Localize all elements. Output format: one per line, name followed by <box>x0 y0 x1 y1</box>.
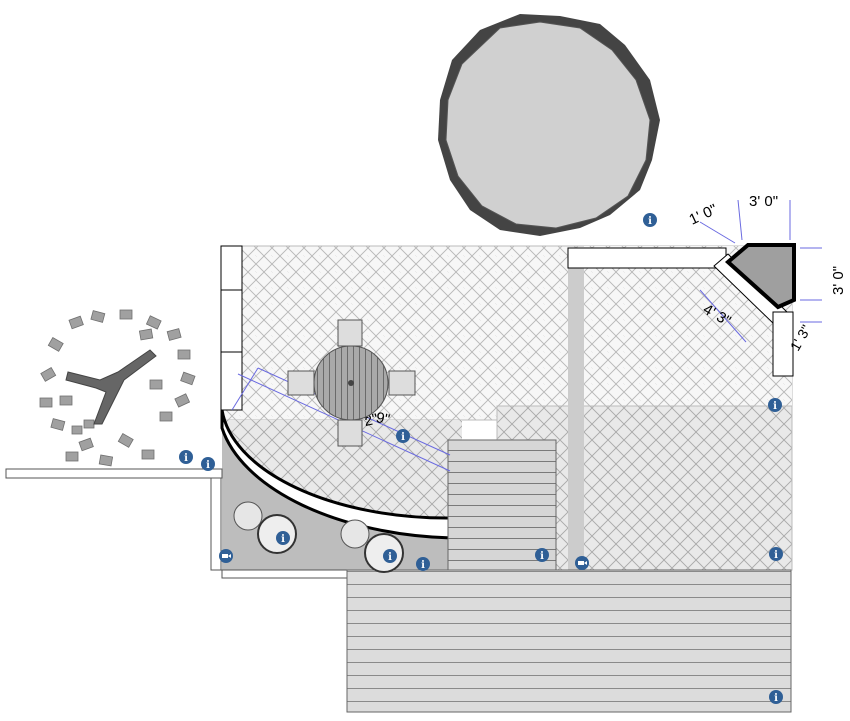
camera-icon-lens <box>584 561 587 565</box>
info-marker[interactable]: i <box>276 531 290 545</box>
fence-bottom-line <box>221 569 351 579</box>
info-icon[interactable] <box>769 547 783 561</box>
chair <box>337 419 363 447</box>
info-marker[interactable]: i <box>643 213 657 227</box>
chair <box>337 319 363 347</box>
info-icon-glyph: i <box>648 216 652 227</box>
info-icon[interactable] <box>535 548 549 562</box>
info-marker[interactable]: i <box>396 429 410 443</box>
info-icon[interactable] <box>768 398 782 412</box>
info-icon[interactable] <box>643 213 657 227</box>
info-marker[interactable]: i <box>769 547 783 561</box>
camera-marker[interactable] <box>575 556 589 570</box>
tree-canopy <box>445 21 651 229</box>
info-marker[interactable]: i <box>179 450 193 464</box>
small-tree <box>39 309 196 467</box>
info-icon-glyph: i <box>774 693 778 704</box>
info-icon-glyph: i <box>774 550 778 561</box>
info-icon[interactable] <box>416 557 430 571</box>
info-marker[interactable]: i <box>535 548 549 562</box>
tree-trunk <box>65 349 157 425</box>
center-path <box>568 268 584 570</box>
info-icon[interactable] <box>769 690 783 704</box>
info-icon-glyph: i <box>184 453 188 464</box>
chair <box>287 370 315 396</box>
info-marker[interactable]: i <box>383 549 397 563</box>
shrub <box>233 501 263 531</box>
info-icon-glyph: i <box>206 460 210 471</box>
info-icon-glyph: i <box>421 560 425 571</box>
info-icon[interactable] <box>383 549 397 563</box>
dim-corner-right: 3' 0" <box>830 266 847 295</box>
shrub <box>257 514 297 554</box>
info-icon[interactable] <box>396 429 410 443</box>
info-icon-glyph: i <box>281 534 285 545</box>
info-icon-glyph: i <box>388 552 392 563</box>
chair <box>388 370 416 396</box>
fence-line <box>5 468 223 479</box>
umbrella-hole <box>348 380 354 386</box>
left-wall <box>220 245 243 411</box>
camera-icon-body <box>222 554 228 558</box>
table-set <box>287 319 416 447</box>
info-marker[interactable]: i <box>416 557 430 571</box>
info-icon-glyph: i <box>773 401 777 412</box>
info-icon-glyph: i <box>401 432 405 443</box>
info-marker[interactable]: i <box>769 690 783 704</box>
shrub <box>340 519 370 549</box>
large-tree <box>438 14 660 236</box>
camera-markers <box>219 549 589 570</box>
info-marker[interactable]: i <box>768 398 782 412</box>
fence-post-line <box>210 477 222 571</box>
info-icon[interactable] <box>201 457 215 471</box>
info-icon[interactable] <box>276 531 290 545</box>
camera-icon-body <box>578 561 584 565</box>
camera-marker[interactable] <box>219 549 233 563</box>
top-wall <box>567 247 727 269</box>
right-wall <box>772 311 794 377</box>
camera-icon-lens <box>228 554 231 558</box>
main-deck <box>346 569 792 713</box>
dim-corner-top: 3' 0" <box>749 193 778 210</box>
info-marker[interactable]: i <box>201 457 215 471</box>
info-icon-glyph: i <box>540 551 544 562</box>
info-markers: i i i i i i i i i i i <box>179 213 783 704</box>
corner-fixture <box>724 243 796 310</box>
info-icon[interactable] <box>179 450 193 464</box>
deck-steps <box>447 439 557 571</box>
